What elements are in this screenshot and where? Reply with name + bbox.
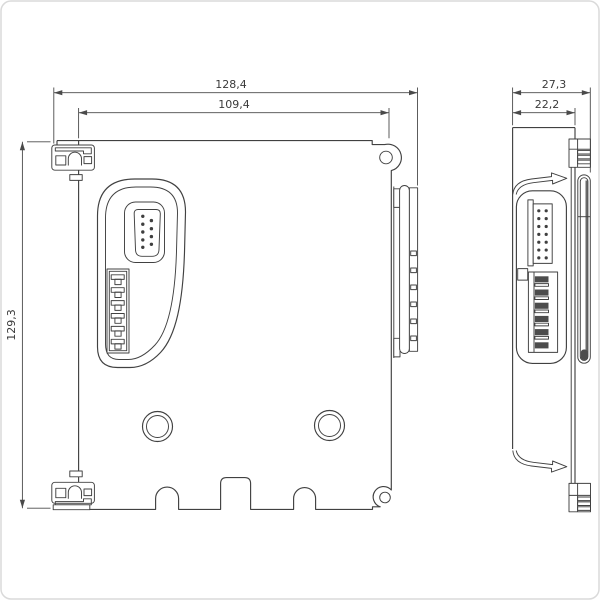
side-outline xyxy=(512,127,576,512)
dim-label-front-overall-width: 128,4 xyxy=(215,78,247,91)
arrowhead-right xyxy=(380,110,389,116)
arrowhead-left xyxy=(512,110,522,116)
din-foot-bottom-left xyxy=(51,470,95,511)
arrowhead-right xyxy=(566,110,575,116)
latch-top xyxy=(512,172,568,195)
mounting-hole-right xyxy=(313,409,346,442)
arrowhead-left xyxy=(78,110,88,116)
dsub-9-connector xyxy=(124,201,165,263)
arrowhead-bottom xyxy=(19,499,25,509)
side-view xyxy=(512,127,591,513)
latch-bottom xyxy=(512,450,568,473)
clamp-ribs-bottom xyxy=(577,496,591,511)
dim-front-housing-width: 109,4 xyxy=(78,98,390,139)
dim-label-side-overall-depth: 27,3 xyxy=(542,78,567,91)
rail-clamp-bottom xyxy=(568,482,591,513)
mounting-hole-left xyxy=(141,410,174,443)
front-view xyxy=(51,140,419,511)
arrowhead-left xyxy=(53,90,63,96)
dim-front-overall-width: 128,4 xyxy=(53,78,418,186)
dim-side-overall-depth: 27,3 xyxy=(512,78,591,173)
dim-label-side-body-depth: 22,2 xyxy=(535,98,560,111)
terminal-block-side xyxy=(517,268,559,353)
arrowhead-right xyxy=(581,90,591,96)
dimensions: 128,4 109,4 27,3 22,2 xyxy=(5,78,591,509)
dim-side-body-depth: 22,2 xyxy=(512,98,576,126)
arrowhead-right xyxy=(409,90,418,96)
din-foot-top-left xyxy=(51,144,95,181)
dsub-pins xyxy=(141,214,154,249)
snap-tab-bottom xyxy=(69,470,83,478)
corner-hole-bottom-right xyxy=(379,491,391,504)
dim-label-front-housing-width: 109,4 xyxy=(218,98,250,111)
corner-hole-top-right xyxy=(379,150,393,165)
idc-connector xyxy=(527,199,553,267)
key-tab xyxy=(517,268,529,281)
bus-connector-strip-side xyxy=(577,174,591,364)
rail-clamp-top xyxy=(568,138,591,168)
snap-tab-top xyxy=(69,174,83,181)
arrowhead-top xyxy=(19,141,25,151)
bus-connector-edge xyxy=(393,185,419,358)
idc-pins xyxy=(537,209,548,260)
terminal-slots xyxy=(110,274,125,350)
arrowhead-left xyxy=(512,90,522,96)
terminal-side-rungs xyxy=(534,276,549,349)
terminal-block-front xyxy=(106,268,130,354)
dim-label-overall-height: 129,3 xyxy=(5,309,18,341)
dim-overall-height: 129,3 xyxy=(5,141,51,509)
bus-connector-rungs xyxy=(410,250,417,342)
